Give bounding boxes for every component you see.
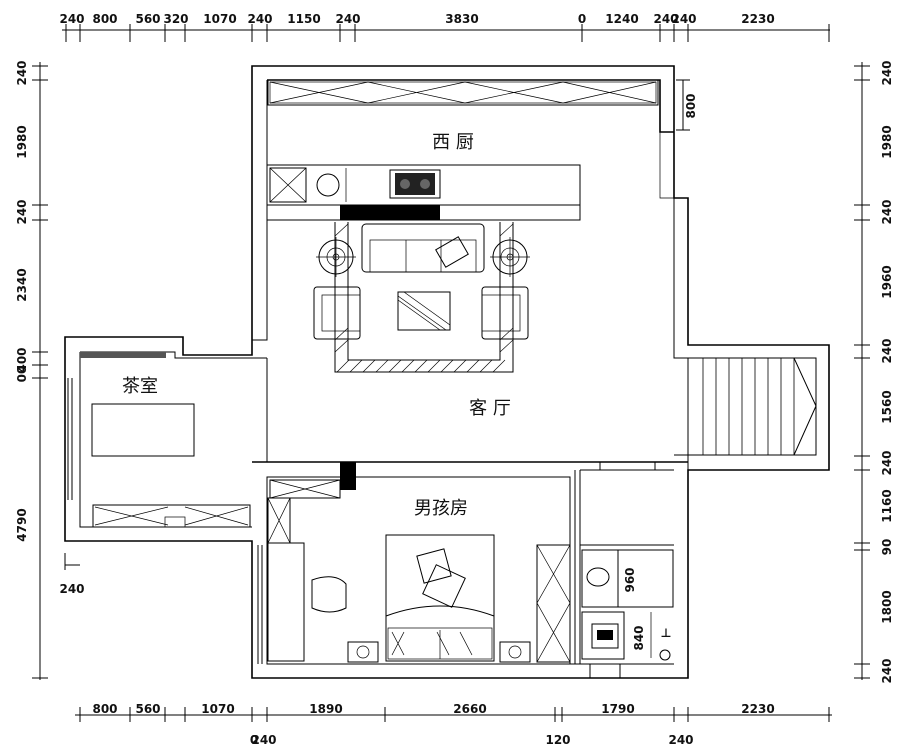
black-wall-column	[340, 205, 440, 220]
top-dim-label: 2230	[741, 12, 774, 26]
top-dim-label: 1070	[203, 12, 236, 26]
right-dim-label: 1560	[880, 390, 894, 423]
right-dim-label: 1800	[880, 590, 894, 623]
bottom-dimension-line: 800 560 1070 1890 2660 1790 2230 0 240 1…	[75, 702, 832, 747]
top-dimension-line: 240 800 560 320 1070 240 1150 240 3830 0…	[59, 12, 830, 42]
left-dim-label: 240	[15, 199, 29, 224]
right-dim-label: 240	[880, 338, 894, 363]
right-dim-label: 1160	[880, 489, 894, 522]
bottom-dim-label: 1070	[201, 702, 234, 716]
room-label-boy: 男孩房	[414, 498, 468, 519]
staircase	[687, 357, 817, 456]
top-dim-label: 240	[671, 12, 696, 26]
left-dim-label: 400	[15, 347, 29, 372]
right-dim-label: 240	[880, 199, 894, 224]
room-label-kitchen: 西 厨	[432, 132, 474, 153]
kitchen-upper-cabinet	[267, 79, 659, 106]
top-dim-label: 1240	[605, 12, 638, 26]
right-dim-label: 90	[880, 539, 894, 556]
top-dim-label: 320	[163, 12, 188, 26]
top-dim-label: 560	[135, 12, 160, 26]
bottom-dim-label: 240	[251, 733, 276, 747]
bottom-dim-label: 0	[250, 733, 258, 747]
right-dimension-line: 240 1980 240 1960 240 1560 240 1160 90 1…	[854, 60, 894, 684]
right-dim-label: 240	[880, 658, 894, 683]
fixture-symbol: ⊥	[661, 626, 672, 640]
right-dim-label: 1980	[880, 125, 894, 158]
room-label-tea: 茶室	[122, 376, 158, 397]
left-dim-label: 1980	[15, 125, 29, 158]
right-dim-label: 240	[880, 450, 894, 475]
bottom-dim-label: 800	[92, 702, 117, 716]
desk-chair	[311, 576, 347, 613]
right-dim-label: 1960	[880, 265, 894, 298]
bottom-dim-label: 2230	[741, 702, 774, 716]
interior-dim-label: 960	[623, 567, 637, 592]
bottom-dim-label: 560	[135, 702, 160, 716]
bathroom: 960 840 ⊥	[581, 549, 674, 661]
left-dim-label: 4790	[15, 508, 29, 541]
top-dim-label: 240	[59, 12, 84, 26]
kitchen-counter	[266, 164, 581, 221]
room-label-living: 客 厅	[469, 398, 511, 419]
top-dim-label: 3830	[445, 12, 478, 26]
bottom-dim-label: 240	[668, 733, 693, 747]
left-dim-label: 240	[15, 60, 29, 85]
top-dim-label: 1150	[287, 12, 320, 26]
tea-table	[91, 403, 195, 457]
bottom-dim-label: 120	[545, 733, 570, 747]
left-dimension-line: 240 1980 240 2340 400 00 4790 240	[15, 60, 85, 680]
interior-dim-label: 840	[632, 625, 646, 650]
interior-dimension: 800	[676, 79, 698, 131]
wardrobe	[536, 544, 571, 663]
desk	[267, 542, 305, 662]
bottom-dim-label: 1890	[309, 702, 342, 716]
bottom-dim-label: 2660	[453, 702, 486, 716]
top-dim-label: 240	[247, 12, 272, 26]
left-dim-label: 00	[15, 366, 29, 383]
sink-icon	[586, 567, 610, 587]
bottom-dim-label: 1790	[601, 702, 634, 716]
left-dim-label: 2340	[15, 268, 29, 301]
interior-dim-label: 800	[684, 93, 698, 118]
top-dim-label: 800	[92, 12, 117, 26]
bed	[385, 534, 495, 662]
left-dim-label: 240	[59, 582, 84, 596]
toilet-icon	[591, 623, 619, 649]
top-dim-label: 0	[578, 12, 586, 26]
living-room-sofa-set	[313, 222, 530, 373]
boy-room	[257, 462, 571, 664]
cooktop-icon	[395, 173, 435, 195]
top-dim-label: 240	[653, 12, 678, 26]
right-dim-label: 240	[880, 60, 894, 85]
tea-room	[67, 352, 251, 528]
top-dim-label: 240	[335, 12, 360, 26]
